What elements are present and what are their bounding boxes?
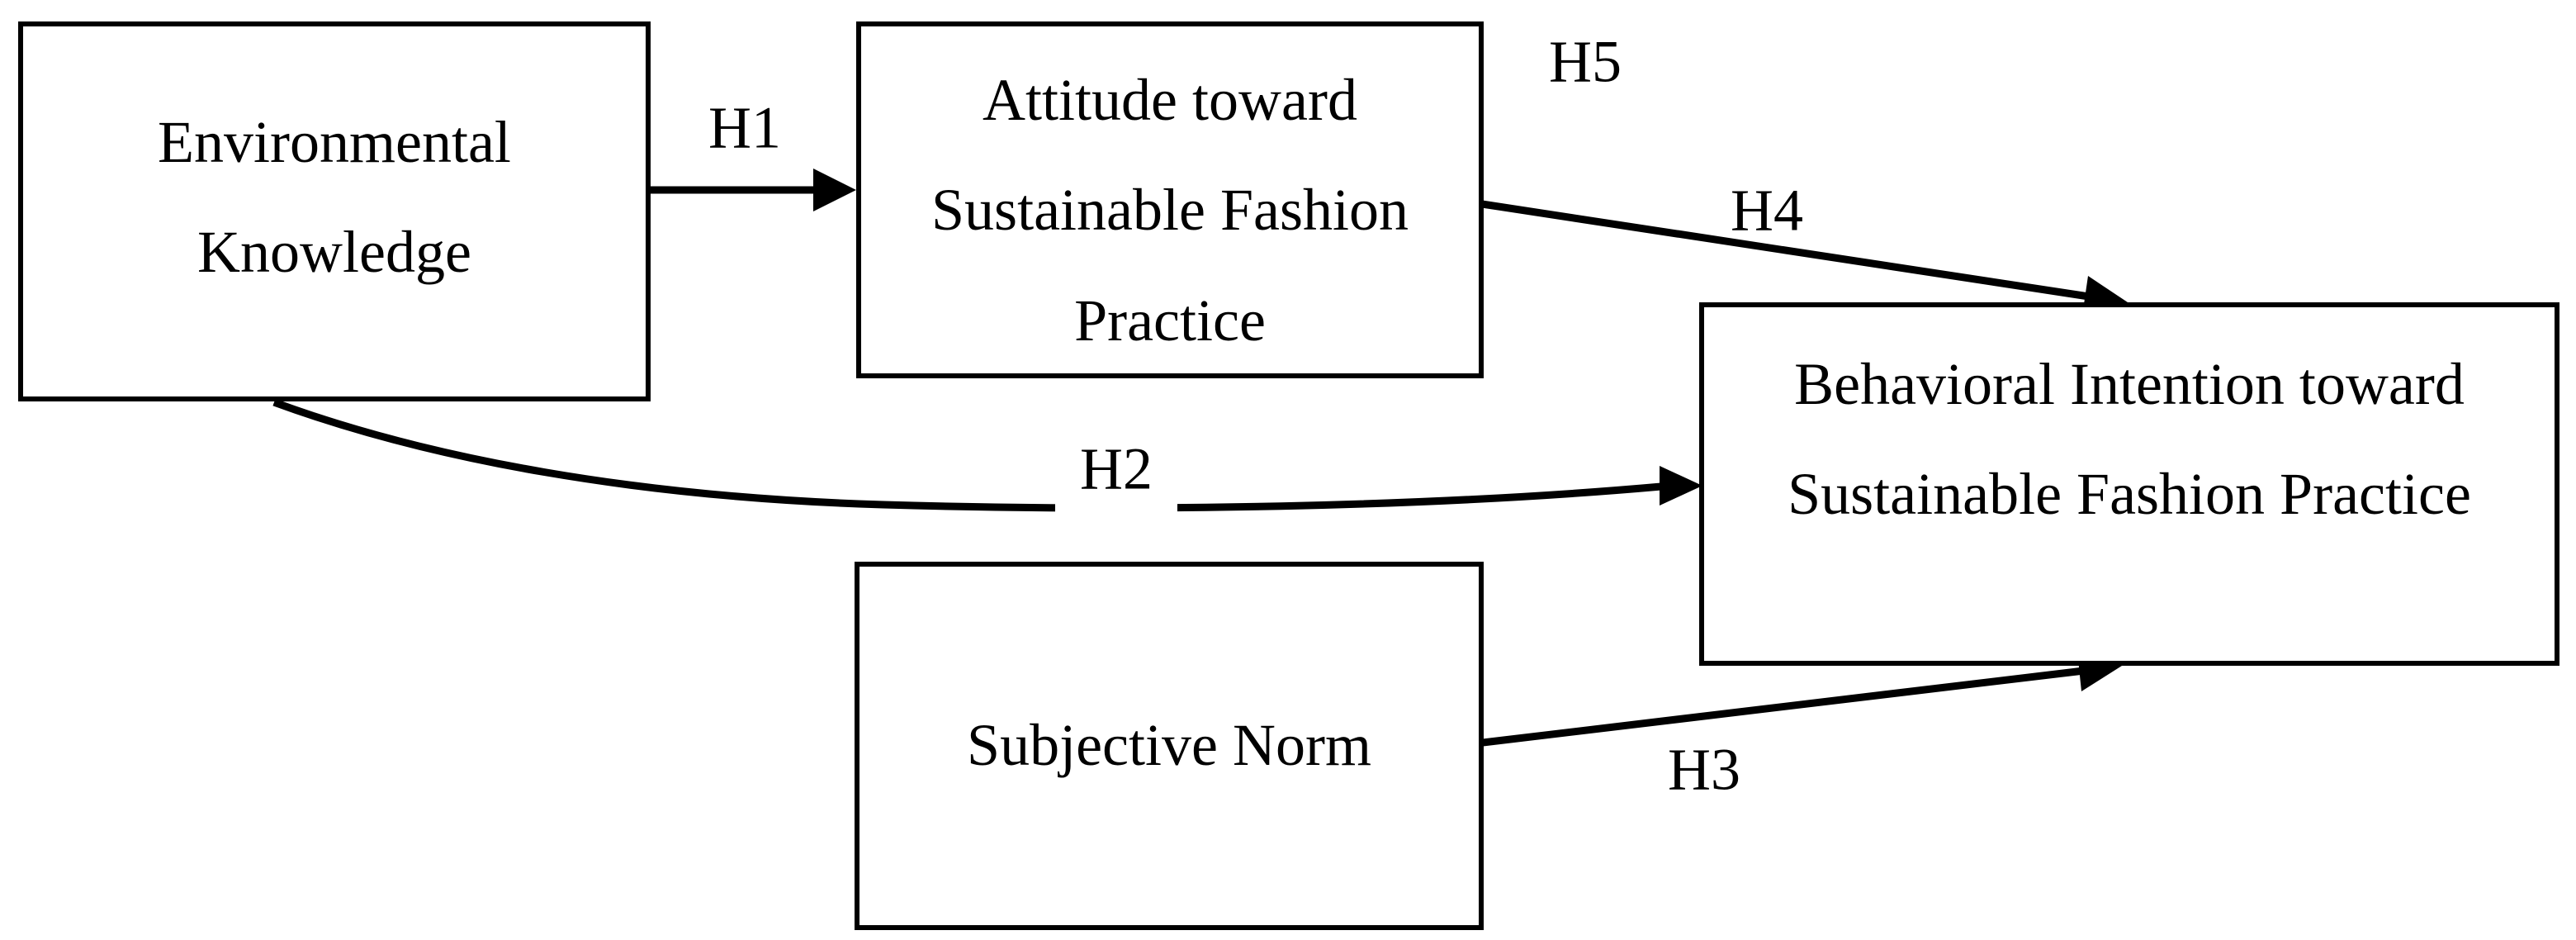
- h2-arrow-curve: [272, 398, 1662, 512]
- node-subjective-norm: Subjective Norm: [855, 562, 1484, 930]
- h3-arrow-line: [1482, 667, 2085, 747]
- hypothesis-label-h5: H5: [1549, 28, 1622, 95]
- hypothesis-label-h1: H1: [708, 94, 781, 161]
- node-text-line: Environmental: [158, 108, 511, 175]
- node-text-line: Sustainable Fashion: [931, 177, 1409, 244]
- hypothesis-label-h4: H4: [1731, 177, 1803, 244]
- node-behavioral-intention-toward-sustainable-fashion-practice: Behavioral Intention toward Sustainable …: [1699, 302, 2559, 666]
- hypothesis-label-h3: H3: [1668, 736, 1740, 803]
- h1-arrowhead: [813, 169, 856, 211]
- node-environmental-knowledge: Environmental Knowledge: [18, 21, 651, 401]
- node-text-line: Practice: [1074, 287, 1266, 354]
- node-text-line: Sustainable Fashion Practice: [1788, 461, 2471, 527]
- h2-arrowhead: [1660, 466, 1702, 506]
- node-text-line: Subjective Norm: [967, 712, 1371, 779]
- node-attitude-toward-sustainable-fashion-practice: Attitude toward Sustainable Fashion Prac…: [856, 21, 1484, 378]
- node-text-line: Attitude toward: [983, 67, 1357, 134]
- node-text-line: Knowledge: [197, 219, 471, 285]
- h4-arrow-line: [1481, 200, 2090, 301]
- hypothesis-label-h2: H2: [1055, 430, 1177, 515]
- node-text-line: Behavioral Intention toward: [1794, 350, 2465, 417]
